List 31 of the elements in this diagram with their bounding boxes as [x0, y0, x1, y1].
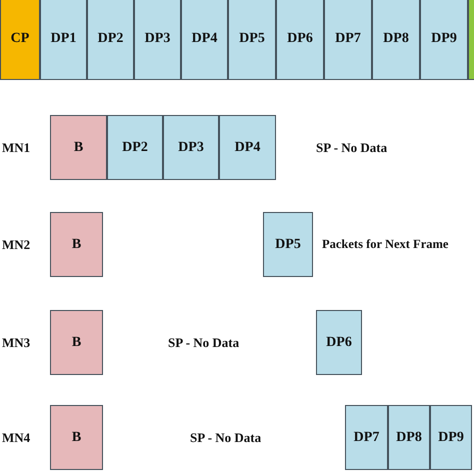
- packet-slot: DP8: [388, 405, 430, 470]
- packet-slot: DP3: [163, 115, 219, 180]
- packet-slot: DP7: [324, 0, 372, 80]
- packet-slot: DP2: [87, 0, 134, 80]
- packet-slot: CP: [0, 0, 40, 80]
- packet-slot: B: [50, 310, 103, 375]
- row-label: MN1: [2, 140, 30, 156]
- row-label: MN2: [2, 237, 30, 253]
- packet-slot: B: [50, 212, 103, 277]
- packet-slot: DP8: [372, 0, 420, 80]
- slot-note: SP - No Data: [190, 430, 262, 446]
- packet-slot: DP6: [316, 310, 362, 375]
- packet-slot: DP4: [219, 115, 276, 180]
- slot-note: SP - No Data: [316, 140, 388, 156]
- slot-note: Packets for Next Frame: [322, 237, 448, 252]
- packet-slot: DP2: [107, 115, 163, 180]
- packet-slot: DP6: [276, 0, 324, 80]
- row-label: MN3: [2, 335, 30, 351]
- frame-end-bar: [468, 0, 474, 80]
- packet-slot: DP3: [134, 0, 181, 80]
- slot-note: SP - No Data: [168, 335, 240, 351]
- packet-slot: DP9: [430, 405, 472, 470]
- packet-slot: DP9: [420, 0, 468, 80]
- packet-slot: DP1: [40, 0, 87, 80]
- packet-slot: DP5: [228, 0, 276, 80]
- packet-slot: B: [50, 115, 107, 180]
- row-label: MN4: [2, 430, 30, 446]
- packet-slot: DP4: [181, 0, 228, 80]
- packet-slot: DP5: [263, 212, 313, 277]
- packet-slot: B: [50, 405, 103, 470]
- packet-slot: DP7: [345, 405, 388, 470]
